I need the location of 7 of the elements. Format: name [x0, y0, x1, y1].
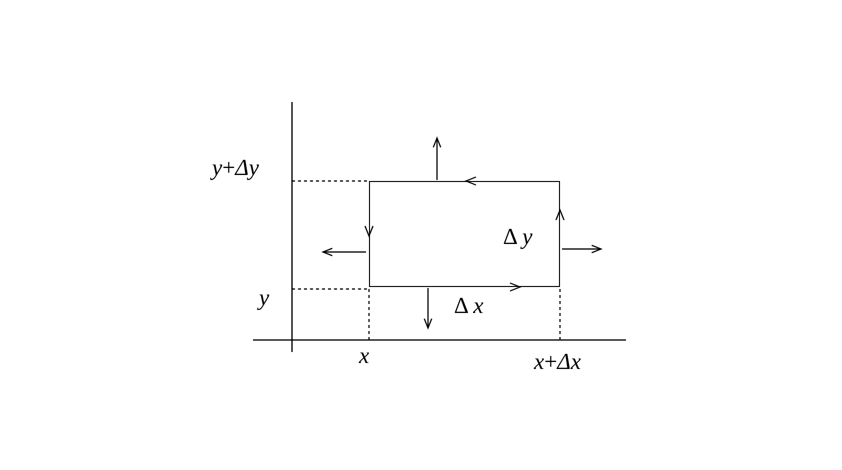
axis-label: x+Δx: [534, 349, 581, 375]
axis-label: y: [259, 285, 270, 311]
axis-label: y+Δy: [212, 155, 259, 181]
dimension-label: Δ x: [454, 293, 484, 319]
rectangle: [369, 181, 560, 287]
axis-label: x: [359, 343, 370, 369]
dimension-label: Δ y: [503, 224, 532, 250]
